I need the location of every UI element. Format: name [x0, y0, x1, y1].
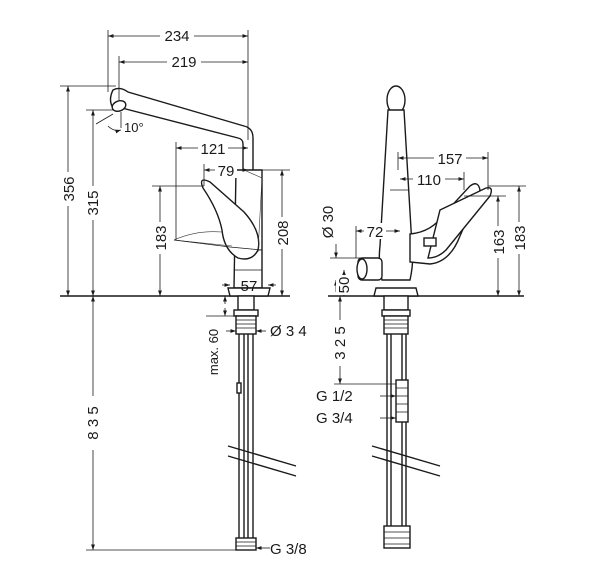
dim-208-label: 208	[275, 220, 292, 245]
front-handle	[173, 169, 263, 260]
side-view: 157 110 Ø 30 72 50	[316, 85, 529, 549]
dim-d30: Ø 30	[320, 206, 362, 292]
side-handle	[409, 183, 493, 265]
front-base	[227, 287, 271, 297]
dim-208: 208	[262, 169, 292, 296]
dim-325: 3 2 5	[332, 296, 396, 385]
front-connector	[233, 295, 259, 335]
dim-163: 163	[464, 195, 508, 296]
dim-835: 8 3 5	[85, 296, 236, 551]
side-base	[373, 287, 419, 297]
dim-219-label: 219	[171, 54, 196, 71]
dim-121: 121	[175, 139, 248, 240]
dim-234-label: 234	[164, 28, 189, 45]
dim-356: 356	[60, 85, 116, 296]
dim-183-front-label: 183	[153, 225, 170, 250]
thread-g12-label: G 1/2	[316, 388, 353, 405]
dim-max60: max. 60	[206, 296, 236, 375]
dim-315-label: 315	[85, 190, 102, 215]
dim-50-label: 50	[336, 277, 353, 294]
dim-57: 57	[222, 278, 276, 295]
dim-315: 315	[85, 109, 114, 296]
dim-219: 219	[118, 52, 248, 100]
dim-157: 157	[397, 149, 489, 190]
dim-10deg-label: 10°	[124, 120, 144, 135]
dim-110: 110	[400, 170, 465, 190]
dim-356-label: 356	[61, 176, 78, 201]
side-connector	[381, 295, 411, 335]
front-view: 234 219 10° 121 79	[60, 26, 307, 558]
front-hoses	[227, 334, 297, 551]
side-body	[378, 85, 414, 281]
front-spout	[95, 87, 254, 201]
dim-79: 79	[203, 161, 248, 186]
dim-d34-label: Ø 3 4	[270, 323, 307, 340]
dim-183-front: 183	[152, 185, 204, 296]
thread-g34-label: G 3/4	[316, 410, 353, 427]
thread-g38-label: G 3/8	[270, 541, 307, 558]
thread-g12: G 1/2	[316, 388, 396, 405]
dim-183-side-label: 183	[512, 225, 529, 250]
dim-max60-label: max. 60	[206, 329, 221, 375]
thread-g34: G 3/4	[316, 410, 396, 427]
side-hoses	[371, 334, 441, 549]
dim-183-side: 183	[488, 185, 529, 296]
dim-110-label: 110	[417, 172, 441, 189]
dim-72: 72	[355, 223, 400, 258]
dim-57-label: 57	[241, 278, 258, 295]
dim-835-label: 8 3 5	[85, 406, 102, 439]
dim-157-label: 157	[437, 151, 462, 168]
dim-d30-label: Ø 30	[320, 206, 337, 239]
dim-50: 50	[336, 270, 353, 296]
dim-121-label: 121	[200, 141, 225, 158]
dim-163-label: 163	[491, 229, 508, 254]
side-outlet	[356, 257, 383, 281]
dim-72-label: 72	[367, 224, 384, 241]
dim-325-label: 3 2 5	[332, 326, 349, 359]
dim-234: 234	[107, 26, 249, 140]
dim-79-label: 79	[218, 163, 235, 180]
thread-g38: G 3/8	[256, 541, 307, 558]
dim-d34: Ø 3 4	[226, 323, 307, 340]
